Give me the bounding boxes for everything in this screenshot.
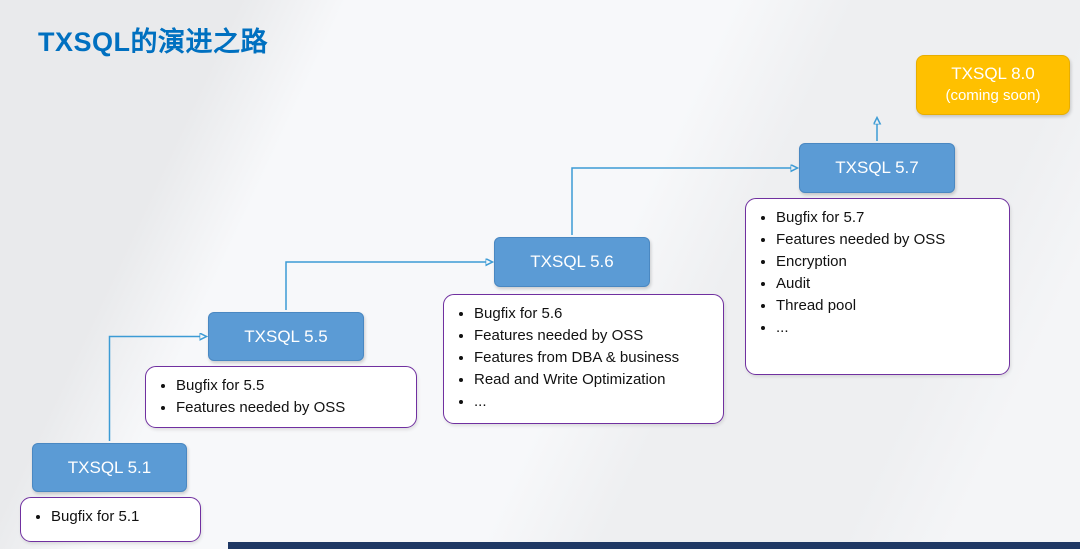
list-item: Features from DBA & business (474, 347, 713, 369)
stage-sublabel: (coming soon) (945, 87, 1041, 105)
feature-list-txsql-5-6: Bugfix for 5.6 Features needed by OSS Fe… (443, 294, 724, 424)
footer-bar (228, 542, 1080, 549)
stage-label: TXSQL 5.1 (67, 457, 152, 477)
list-item: Features needed by OSS (474, 325, 713, 347)
list-item: Features needed by OSS (176, 397, 406, 419)
stage-box-txsql-5-1: TXSQL 5.1 (32, 443, 187, 492)
list-item: Audit (776, 273, 999, 295)
feature-items: Bugfix for 5.6 Features needed by OSS Fe… (444, 295, 723, 421)
feature-list-txsql-5-5: Bugfix for 5.5 Features needed by OSS (145, 366, 417, 428)
stage-box-txsql-5-6: TXSQL 5.6 (494, 237, 650, 287)
feature-list-txsql-5-7: Bugfix for 5.7 Features needed by OSS En… (745, 198, 1010, 375)
feature-items: Bugfix for 5.1 (21, 498, 200, 536)
list-item: Read and Write Optimization (474, 369, 713, 391)
list-item: ... (776, 317, 999, 339)
feature-list-txsql-5-1: Bugfix for 5.1 (20, 497, 201, 542)
list-item: Encryption (776, 251, 999, 273)
stage-label: TXSQL 5.6 (530, 252, 614, 271)
list-item: Bugfix for 5.7 (776, 207, 999, 229)
stage-box-txsql-5-7: TXSQL 5.7 (799, 143, 955, 193)
list-item: Bugfix for 5.1 (51, 506, 190, 528)
list-item: Thread pool (776, 295, 999, 317)
stage-label: TXSQL 5.5 (244, 326, 328, 346)
page-title: TXSQL的演进之路 (38, 27, 269, 57)
feature-items: Bugfix for 5.7 Features needed by OSS En… (746, 199, 1009, 347)
list-item: Bugfix for 5.5 (176, 375, 406, 397)
stage-label: TXSQL 5.7 (835, 158, 919, 177)
stage-box-txsql-5-5: TXSQL 5.5 (208, 312, 364, 361)
list-item: Bugfix for 5.6 (474, 303, 713, 325)
stage-box-txsql-8-0: TXSQL 8.0 (coming soon) (916, 55, 1070, 115)
list-item: Features needed by OSS (776, 229, 999, 251)
list-item: ... (474, 391, 713, 413)
stage-label: TXSQL 8.0 (951, 64, 1035, 84)
feature-items: Bugfix for 5.5 Features needed by OSS (146, 367, 416, 427)
